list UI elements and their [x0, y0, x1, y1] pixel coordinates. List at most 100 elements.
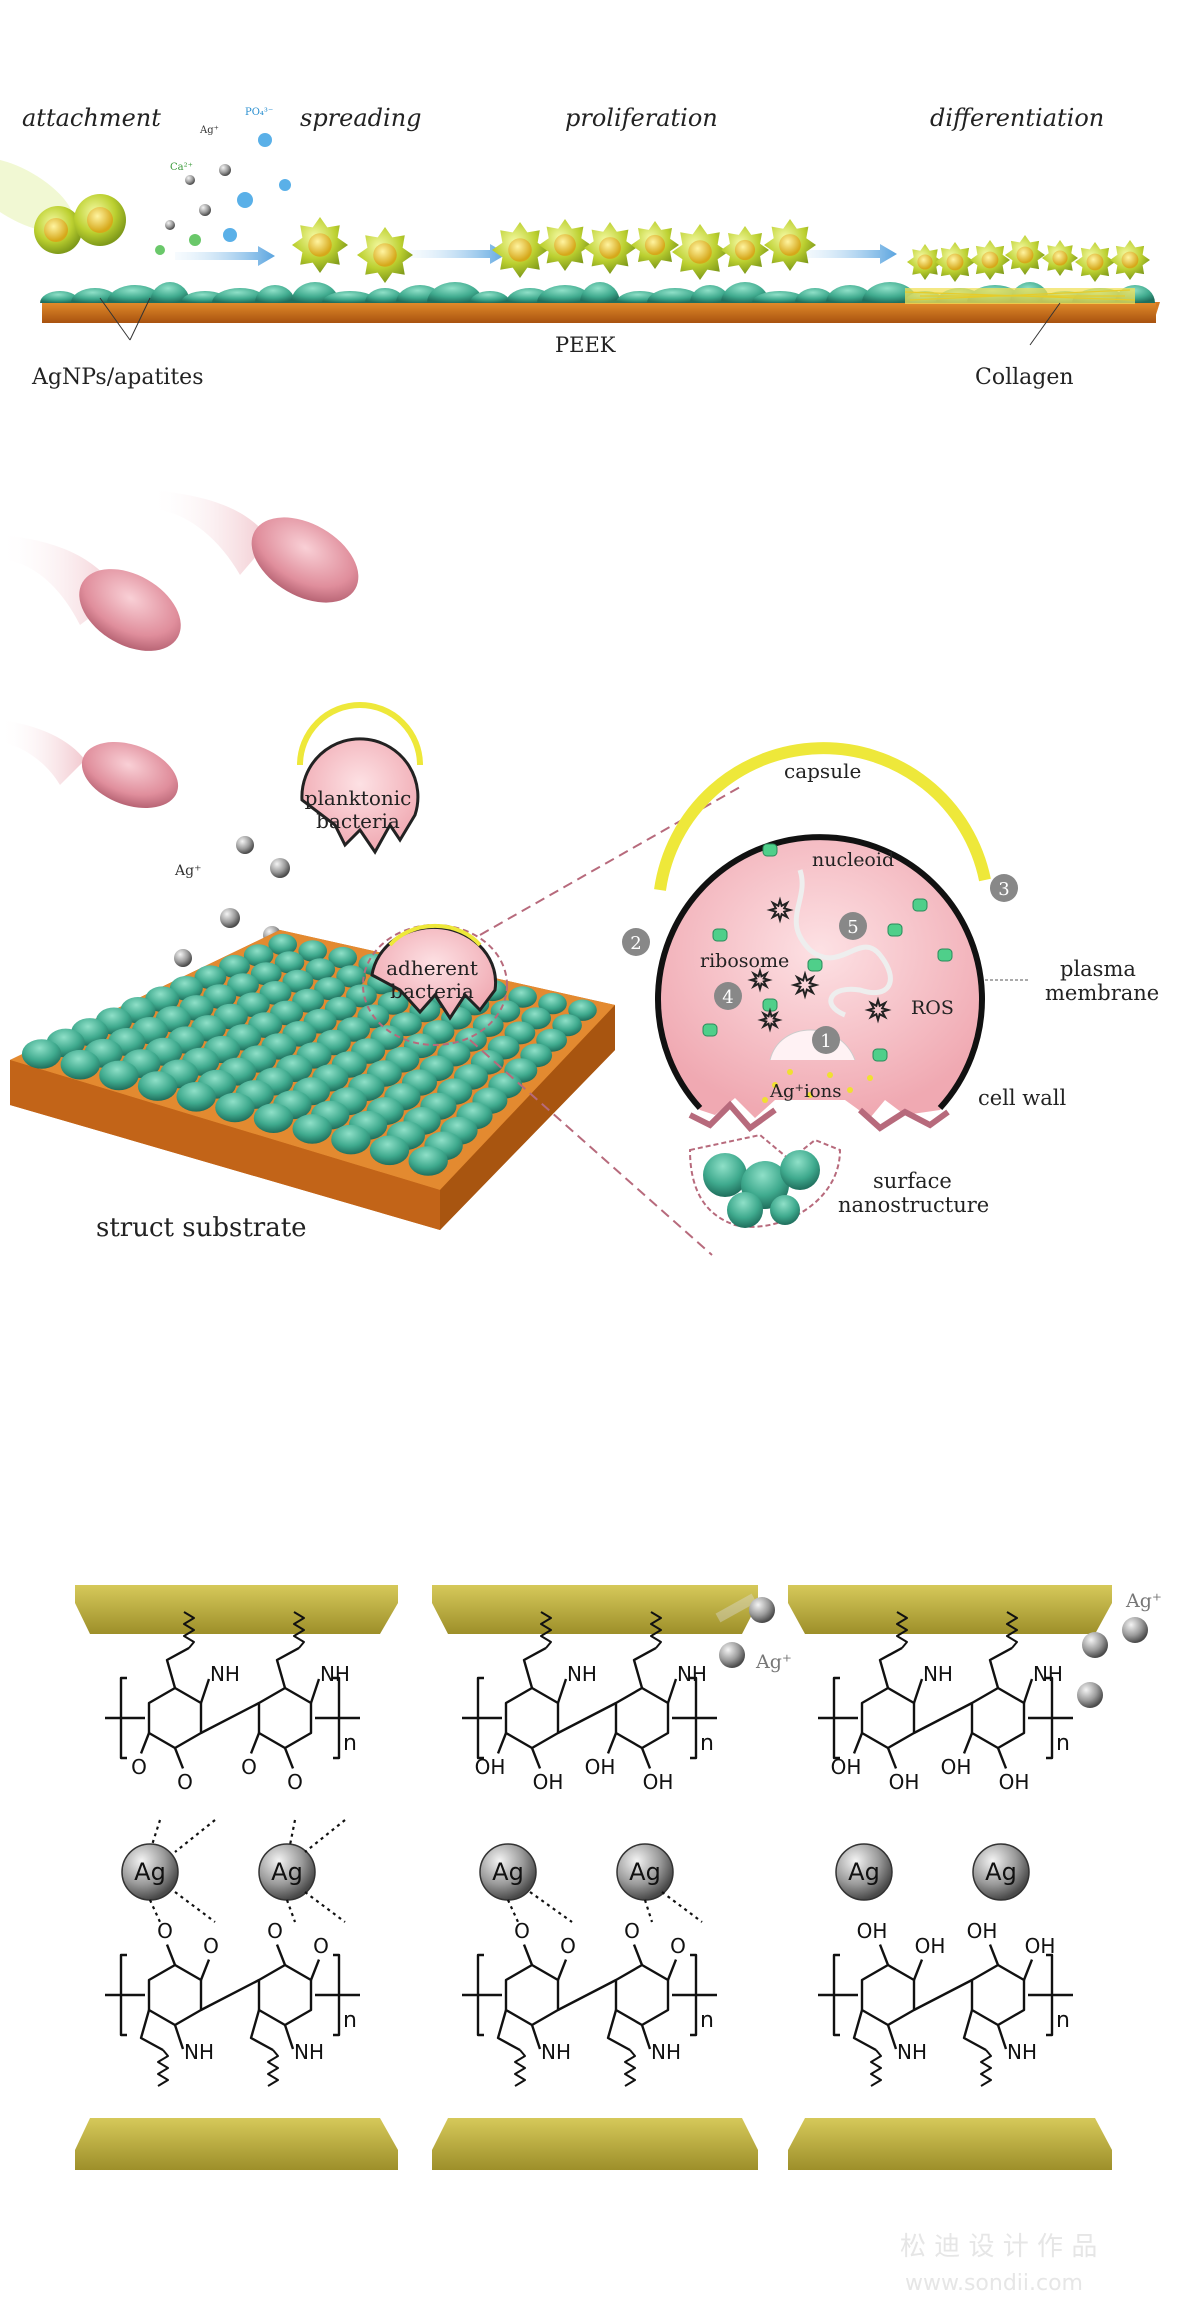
chem-label: O: [514, 1919, 530, 1943]
nano-dome: [194, 965, 227, 990]
collagen-leader: [1029, 302, 1061, 346]
ribosome: [887, 923, 903, 937]
marker-5: 5: [847, 917, 858, 938]
nano-dome: [137, 1071, 178, 1101]
chem-label: OH: [999, 1770, 1030, 1794]
watermark-url: www.sondii.com: [905, 2271, 1083, 2296]
nano-dome: [268, 933, 298, 956]
marker-1: 1: [820, 1031, 831, 1052]
chem-label: OH: [643, 1770, 674, 1794]
chem-label: OH: [857, 1919, 888, 1943]
ribosome: [912, 898, 928, 912]
ros-label: ROS: [911, 997, 954, 1019]
chem-label: NH: [184, 2040, 214, 2064]
chem-label: n: [700, 2008, 714, 2033]
chem-label: n: [700, 1731, 714, 1756]
chem-label: OH: [967, 1919, 998, 1943]
chem-label: NH: [651, 2040, 681, 2064]
chem-label: NH: [1033, 1662, 1063, 1686]
cell-nucleus: [981, 251, 999, 269]
stage-attachment-label: attachment: [22, 104, 161, 132]
apatite-dome: [795, 288, 835, 303]
apatite-dome: [826, 285, 874, 303]
apatite-dome: [322, 291, 378, 303]
nano-dome: [331, 1124, 371, 1155]
chem-label: O: [624, 1919, 640, 1943]
chem-label: O: [670, 1934, 686, 1958]
apatite-dome: [537, 285, 593, 303]
apatite-dome: [647, 288, 703, 303]
capsule-label: capsule: [784, 759, 861, 783]
nano-dome: [176, 1082, 216, 1112]
agnps-apatites-label: AgNPs/apatites: [31, 365, 203, 390]
nano-dome: [215, 1092, 255, 1123]
chem-label: O: [287, 1770, 303, 1794]
chem-label: OH: [889, 1770, 920, 1794]
ribosome: [702, 1023, 718, 1037]
ribosomes: [702, 843, 953, 1062]
nano-dome: [169, 976, 203, 1001]
nucleoid-strand: [793, 869, 893, 1018]
chem-label: NH: [1007, 2040, 1037, 2064]
nano-dome: [292, 1114, 332, 1144]
cell-nucleus: [554, 234, 576, 256]
chem-label: O: [177, 1770, 193, 1794]
chem-label: n: [1056, 1731, 1070, 1756]
chem-label: NH: [210, 1662, 240, 1686]
nano-dome: [369, 1135, 410, 1166]
chem-label: O: [560, 1934, 576, 1958]
cell-nucleus: [1052, 250, 1068, 266]
apatite-dome: [255, 285, 295, 303]
ros-star: [790, 970, 820, 1000]
apatite-dome: [862, 282, 918, 303]
chem-label: O: [157, 1919, 173, 1943]
silver-atom: [835, 1843, 893, 1901]
apatite-dome: [71, 288, 119, 303]
ros-stars: [747, 896, 892, 1033]
nano-dome: [336, 965, 366, 988]
cell-nucleus: [779, 234, 801, 256]
panel-osteogenesis: attachment spreading proliferation diffe…: [0, 104, 1160, 390]
marker-2: 2: [630, 933, 641, 954]
plasma-membrane-label-line2: membrane: [1045, 981, 1159, 1005]
agnps-leader: [99, 297, 151, 341]
zoomed-bacterium: [654, 742, 991, 1133]
nano-dome: [219, 954, 250, 978]
cell-nucleus: [1121, 251, 1139, 269]
ribosome: [872, 1048, 888, 1062]
nano-dome: [99, 1060, 139, 1091]
po-ion-label: PO₄³⁻: [245, 107, 273, 118]
stage-spreading-label: spreading: [300, 104, 422, 132]
chem-label: NH: [541, 2040, 571, 2064]
adherent-label-line2: bacteria: [390, 979, 474, 1003]
chem-label: O: [203, 1934, 219, 1958]
chem-label: NH: [567, 1662, 597, 1686]
released-silver-ions: Ag⁺ Ag⁺: [715, 1590, 1162, 1708]
marker-3: 3: [998, 879, 1009, 900]
cell-nucleus: [599, 237, 621, 259]
ribosome: [712, 928, 728, 942]
peek-substrate: [42, 302, 1160, 323]
chem-label: NH: [923, 1662, 953, 1686]
struct-substrate-label: struct substrate: [96, 1213, 307, 1243]
planktonic-bacterium: planktonic bacteria: [297, 702, 423, 855]
chem-label: O: [313, 1934, 329, 1958]
gold-electrodes: [75, 1585, 1112, 2170]
chem-label: OH: [915, 1934, 946, 1958]
panel-chemistry: NHOONHOOnNHOONHOOnNHOHOHNHOHOHnNHOONHOOn…: [75, 1585, 1162, 2170]
panel-antibacterial: Ag⁺ planktonic bacteria adherent bacteri…: [0, 490, 1159, 1256]
adherent-bacterium: adherent bacteria: [362, 923, 508, 1046]
cell-wall-label: cell wall: [978, 1086, 1067, 1110]
nano-dome: [346, 984, 377, 1008]
ag-ion-dots: [762, 1069, 873, 1103]
cell-nucleus: [308, 233, 332, 257]
chem-label: NH: [897, 2040, 927, 2064]
peek-label: PEEK: [555, 333, 616, 357]
cell-nucleus: [373, 243, 397, 267]
adherent-label-line1: adherent: [386, 956, 478, 980]
ros-star: [766, 896, 794, 924]
chem-label: NH: [320, 1662, 350, 1686]
step-markers: 1 2 3 4 5: [622, 874, 1018, 1054]
